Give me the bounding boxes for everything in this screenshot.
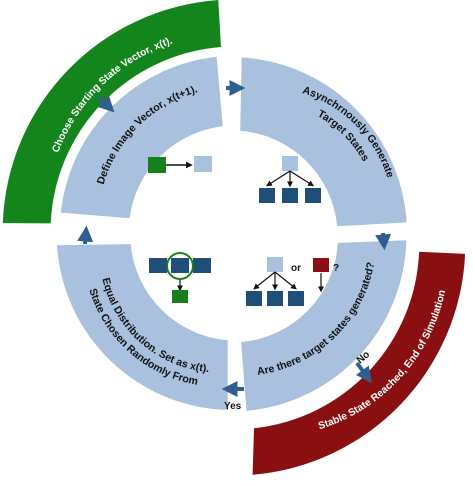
target-state-square: [259, 188, 275, 203]
selection-circle: [166, 252, 194, 280]
yes-label: Yes: [224, 401, 242, 412]
candidate-state-square: [171, 258, 189, 273]
ring-segment-question: [241, 240, 407, 411]
target-check-icon: or ?: [246, 257, 339, 306]
source-state-square: [282, 156, 298, 171]
target-state-square: [305, 188, 321, 203]
target-state-square: [267, 291, 283, 306]
candidate-state-square: [149, 258, 167, 273]
stable-state-square: [313, 258, 329, 272]
image-state-square: [194, 156, 212, 172]
candidate-state-square: [193, 258, 211, 273]
flow-arrow-question-to-end: [355, 361, 372, 384]
mapping-icon: [148, 156, 212, 173]
branching-icon: [259, 156, 321, 203]
band-start: [2, 0, 221, 224]
flow-arrow-async-to-question: [375, 232, 392, 251]
band-end: [252, 251, 466, 475]
ring-segment-random: [57, 244, 228, 410]
target-state-square: [288, 291, 304, 306]
ring-segment-async: [240, 57, 407, 227]
source-state-square: [267, 257, 283, 272]
target-state-square: [246, 291, 262, 306]
flow-arrow-start-to-define: [97, 95, 115, 113]
flow-arrow-random-to-define: [77, 225, 94, 245]
random-selection-icon: [149, 252, 211, 303]
chosen-state-square: [172, 290, 188, 303]
question-mark-label: ?: [333, 263, 339, 274]
green-state-square: [148, 157, 166, 173]
or-label: or: [291, 263, 301, 274]
target-state-square: [282, 188, 298, 203]
ring-segment-define: [60, 56, 223, 219]
